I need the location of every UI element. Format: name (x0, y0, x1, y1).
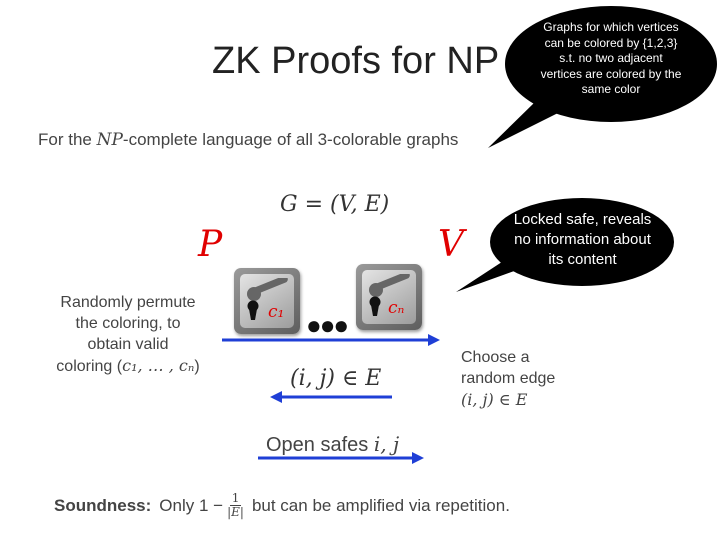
fraction-numerator: 1 (229, 491, 242, 506)
safe-1-label: c₁ (268, 302, 285, 322)
verifier-step-line: Choose a (461, 349, 530, 366)
commit-arrow (222, 334, 440, 346)
soundness-fraction: 1 |E| (227, 492, 244, 519)
verifier-step-line: (i, j) ∈ E (461, 390, 528, 409)
key-icon (369, 274, 410, 297)
verifier-step-line: random edge (461, 370, 556, 387)
verifier-label: V (438, 224, 464, 265)
fraction-denominator: |E| (227, 505, 244, 519)
key-icon (247, 278, 288, 301)
prover-step-math: c₁, … , cₙ (122, 356, 195, 375)
subtitle-np: NP (96, 130, 123, 150)
callout-safe-text: Locked safe, reveals no information abou… (513, 211, 652, 268)
callout-graphs-text: Graphs for which vertices can be colored… (540, 20, 682, 96)
keyhole-icon (369, 296, 381, 316)
ellipsis-dots: ●●● (306, 310, 349, 340)
verifier-step-text: Choose a random edge (i, j) ∈ E (461, 347, 601, 410)
open-arrow (258, 452, 424, 464)
subtitle-suffix: -complete language of all 3-colorable gr… (122, 130, 459, 149)
prover-step-suffix: ) (194, 358, 200, 375)
prover-step-line: coloring (c₁, … , cₙ) (38, 355, 218, 377)
locked-safe-n: cₙ (356, 264, 422, 330)
open-math: i, j (373, 432, 400, 456)
prover-step-text: Randomly permute the coloring, to obtain… (38, 292, 218, 377)
prover-step-line: the coloring, to (75, 315, 181, 332)
soundness-only: Only 1 − (159, 495, 224, 515)
locked-safe-1: c₁ (234, 268, 300, 334)
soundness-suffix: but can be amplified via repetition. (251, 495, 510, 515)
prover-step-line: Randomly permute (60, 294, 196, 311)
subtitle-prefix: For the (38, 130, 97, 149)
soundness-label: Soundness: (54, 495, 152, 515)
safe-n-label: cₙ (388, 298, 405, 318)
prover-step-line: obtain valid (87, 336, 169, 353)
keyhole-icon (247, 300, 259, 320)
soundness-statement: Soundness: Only 1 − 1 |E| but can be amp… (54, 492, 510, 519)
prover-step-prefix: coloring ( (56, 358, 123, 375)
graph-equation: G = (V, E) (280, 192, 390, 217)
callout-safe-bubble (456, 198, 674, 292)
prover-label: P (198, 224, 223, 265)
callout-graphs-bubble (488, 6, 717, 148)
open-safes-label: Open safes i, j (266, 432, 399, 457)
challenge-arrow (270, 391, 392, 403)
slide-subtitle: For the NP-complete language of all 3-co… (38, 130, 458, 150)
challenge-label: (i, j) ∈ E (290, 366, 382, 391)
slide-title: ZK Proofs for NP (212, 40, 500, 82)
open-prefix: Open safes (266, 434, 374, 456)
